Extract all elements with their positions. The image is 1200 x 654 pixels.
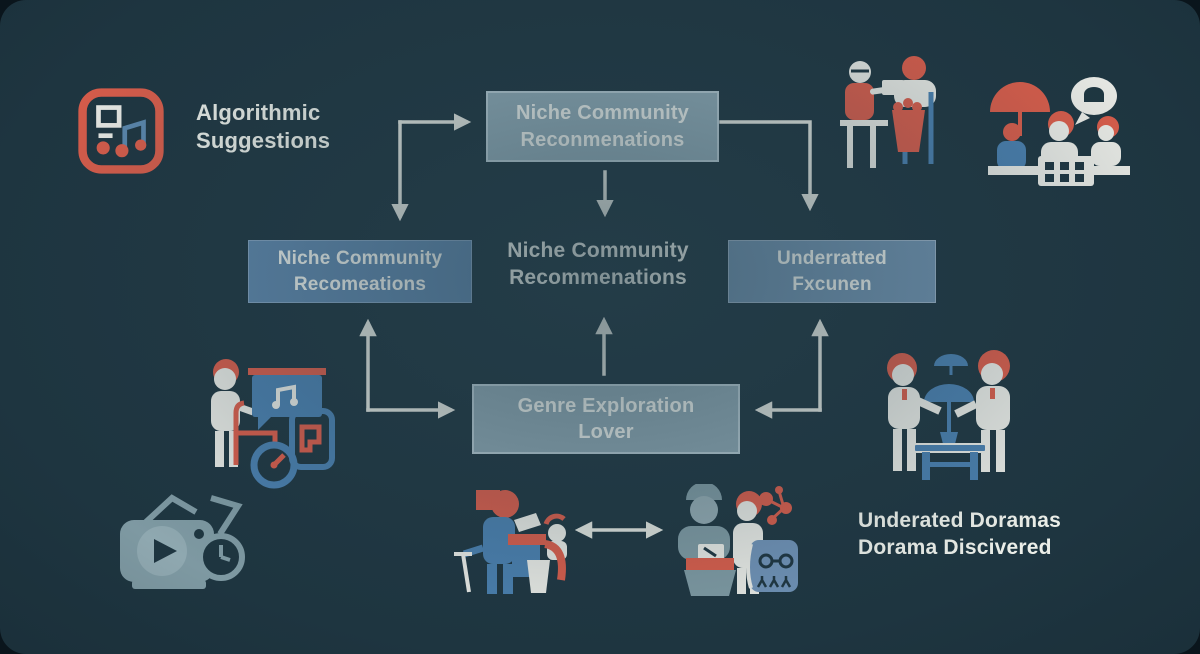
bottom-right-label: Underated Doramas Dorama Discivered (858, 507, 1061, 561)
node-text: Niche Community (515, 102, 690, 125)
elder-shoppers-icon (832, 52, 952, 177)
table-umbrella-icon (876, 344, 1021, 482)
center-text-node: Niche Community Recommenations (468, 237, 728, 291)
node-text: Fxcunen (792, 273, 872, 295)
node-text: Underratted (777, 248, 887, 270)
label-line: Niche Community (507, 239, 689, 262)
node-text: Reconmenations (520, 128, 685, 151)
label-line: Recommenations (509, 266, 687, 289)
node-text: Recomeations (293, 273, 427, 295)
node-text: Lover (578, 421, 634, 443)
arrow-top-to-right-box (719, 120, 819, 212)
label-line: Dorama Discivered (858, 536, 1052, 559)
node-underrated-right: Underratted Fxcunen (728, 240, 936, 303)
node-niche-community-top: Niche Community Reconmenations (486, 91, 719, 162)
algorithmic-suggestions-label: Algorithmic Suggestions (196, 99, 330, 155)
label-line: Algorithmic (196, 100, 321, 125)
node-text: Genre Exploration (517, 394, 695, 417)
algorithm-music-icon (76, 86, 166, 176)
presenter-timer-icon (192, 355, 337, 490)
node-niche-community-left: Niche Community Recomeations (248, 240, 472, 303)
readers-group-icon (660, 484, 800, 599)
workstation-icon (450, 484, 575, 599)
label-line: Underated Doramas (858, 509, 1061, 532)
label-line: Suggestions (196, 128, 331, 153)
node-text: Niche Community (277, 248, 443, 270)
community-chat-icon (982, 70, 1137, 188)
node-genre-exploration: Genre Exploration Lover (472, 384, 740, 454)
video-clock-icon (116, 484, 251, 596)
